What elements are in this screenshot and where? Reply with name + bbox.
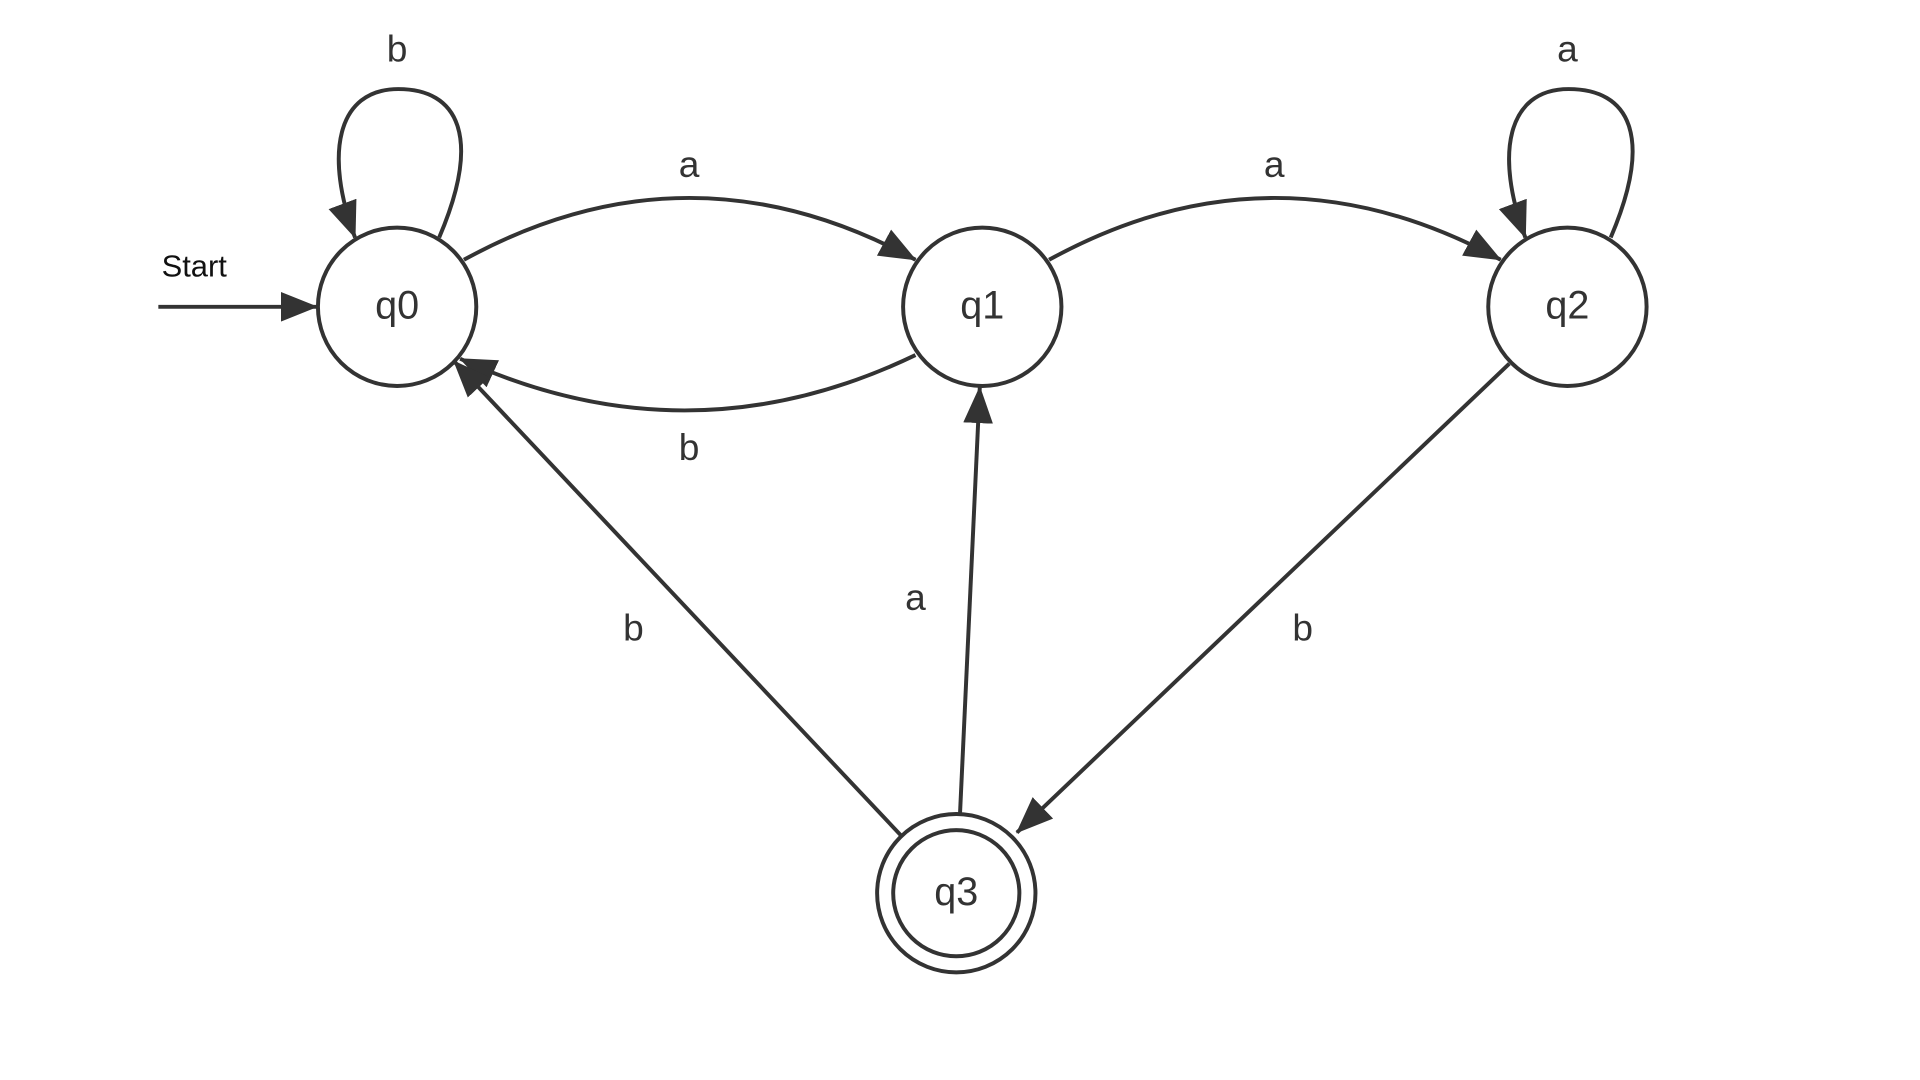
state-label: q0 [375,283,419,327]
state-label: q3 [934,870,978,914]
edge-q3-q0 [452,359,903,837]
edge-q2-q2 [1498,87,1635,239]
state-label: q2 [1545,283,1589,327]
edge-label-q2-q3: b [1292,607,1313,649]
state-q0: q0 [315,225,479,388]
edge-label-q3-q1: a [905,576,926,618]
edge-label-q2-q2: a [1557,28,1578,70]
edge-label-q3-q0: b [623,607,644,649]
start-label: Start [162,249,228,284]
edge-q1-q2 [1048,196,1502,262]
state-q3-accepting: q3 [875,812,1038,975]
state-q1: q1 [901,225,1064,388]
edge-label-q0-q1: a [679,143,700,185]
edge-label-q0-q0: b [387,28,408,70]
edge-label-q1-q0: b [679,426,700,468]
edge-q2-q3 [1015,362,1511,835]
edge-q3-q1 [958,385,993,815]
edge-q0-q0 [328,87,464,239]
state-label: q1 [960,283,1004,327]
edge-q1-q0 [459,353,917,413]
state-q2: q2 [1486,225,1649,388]
edge-q0-q1 [462,196,917,262]
edge-label-q1-q2: a [1264,143,1285,185]
